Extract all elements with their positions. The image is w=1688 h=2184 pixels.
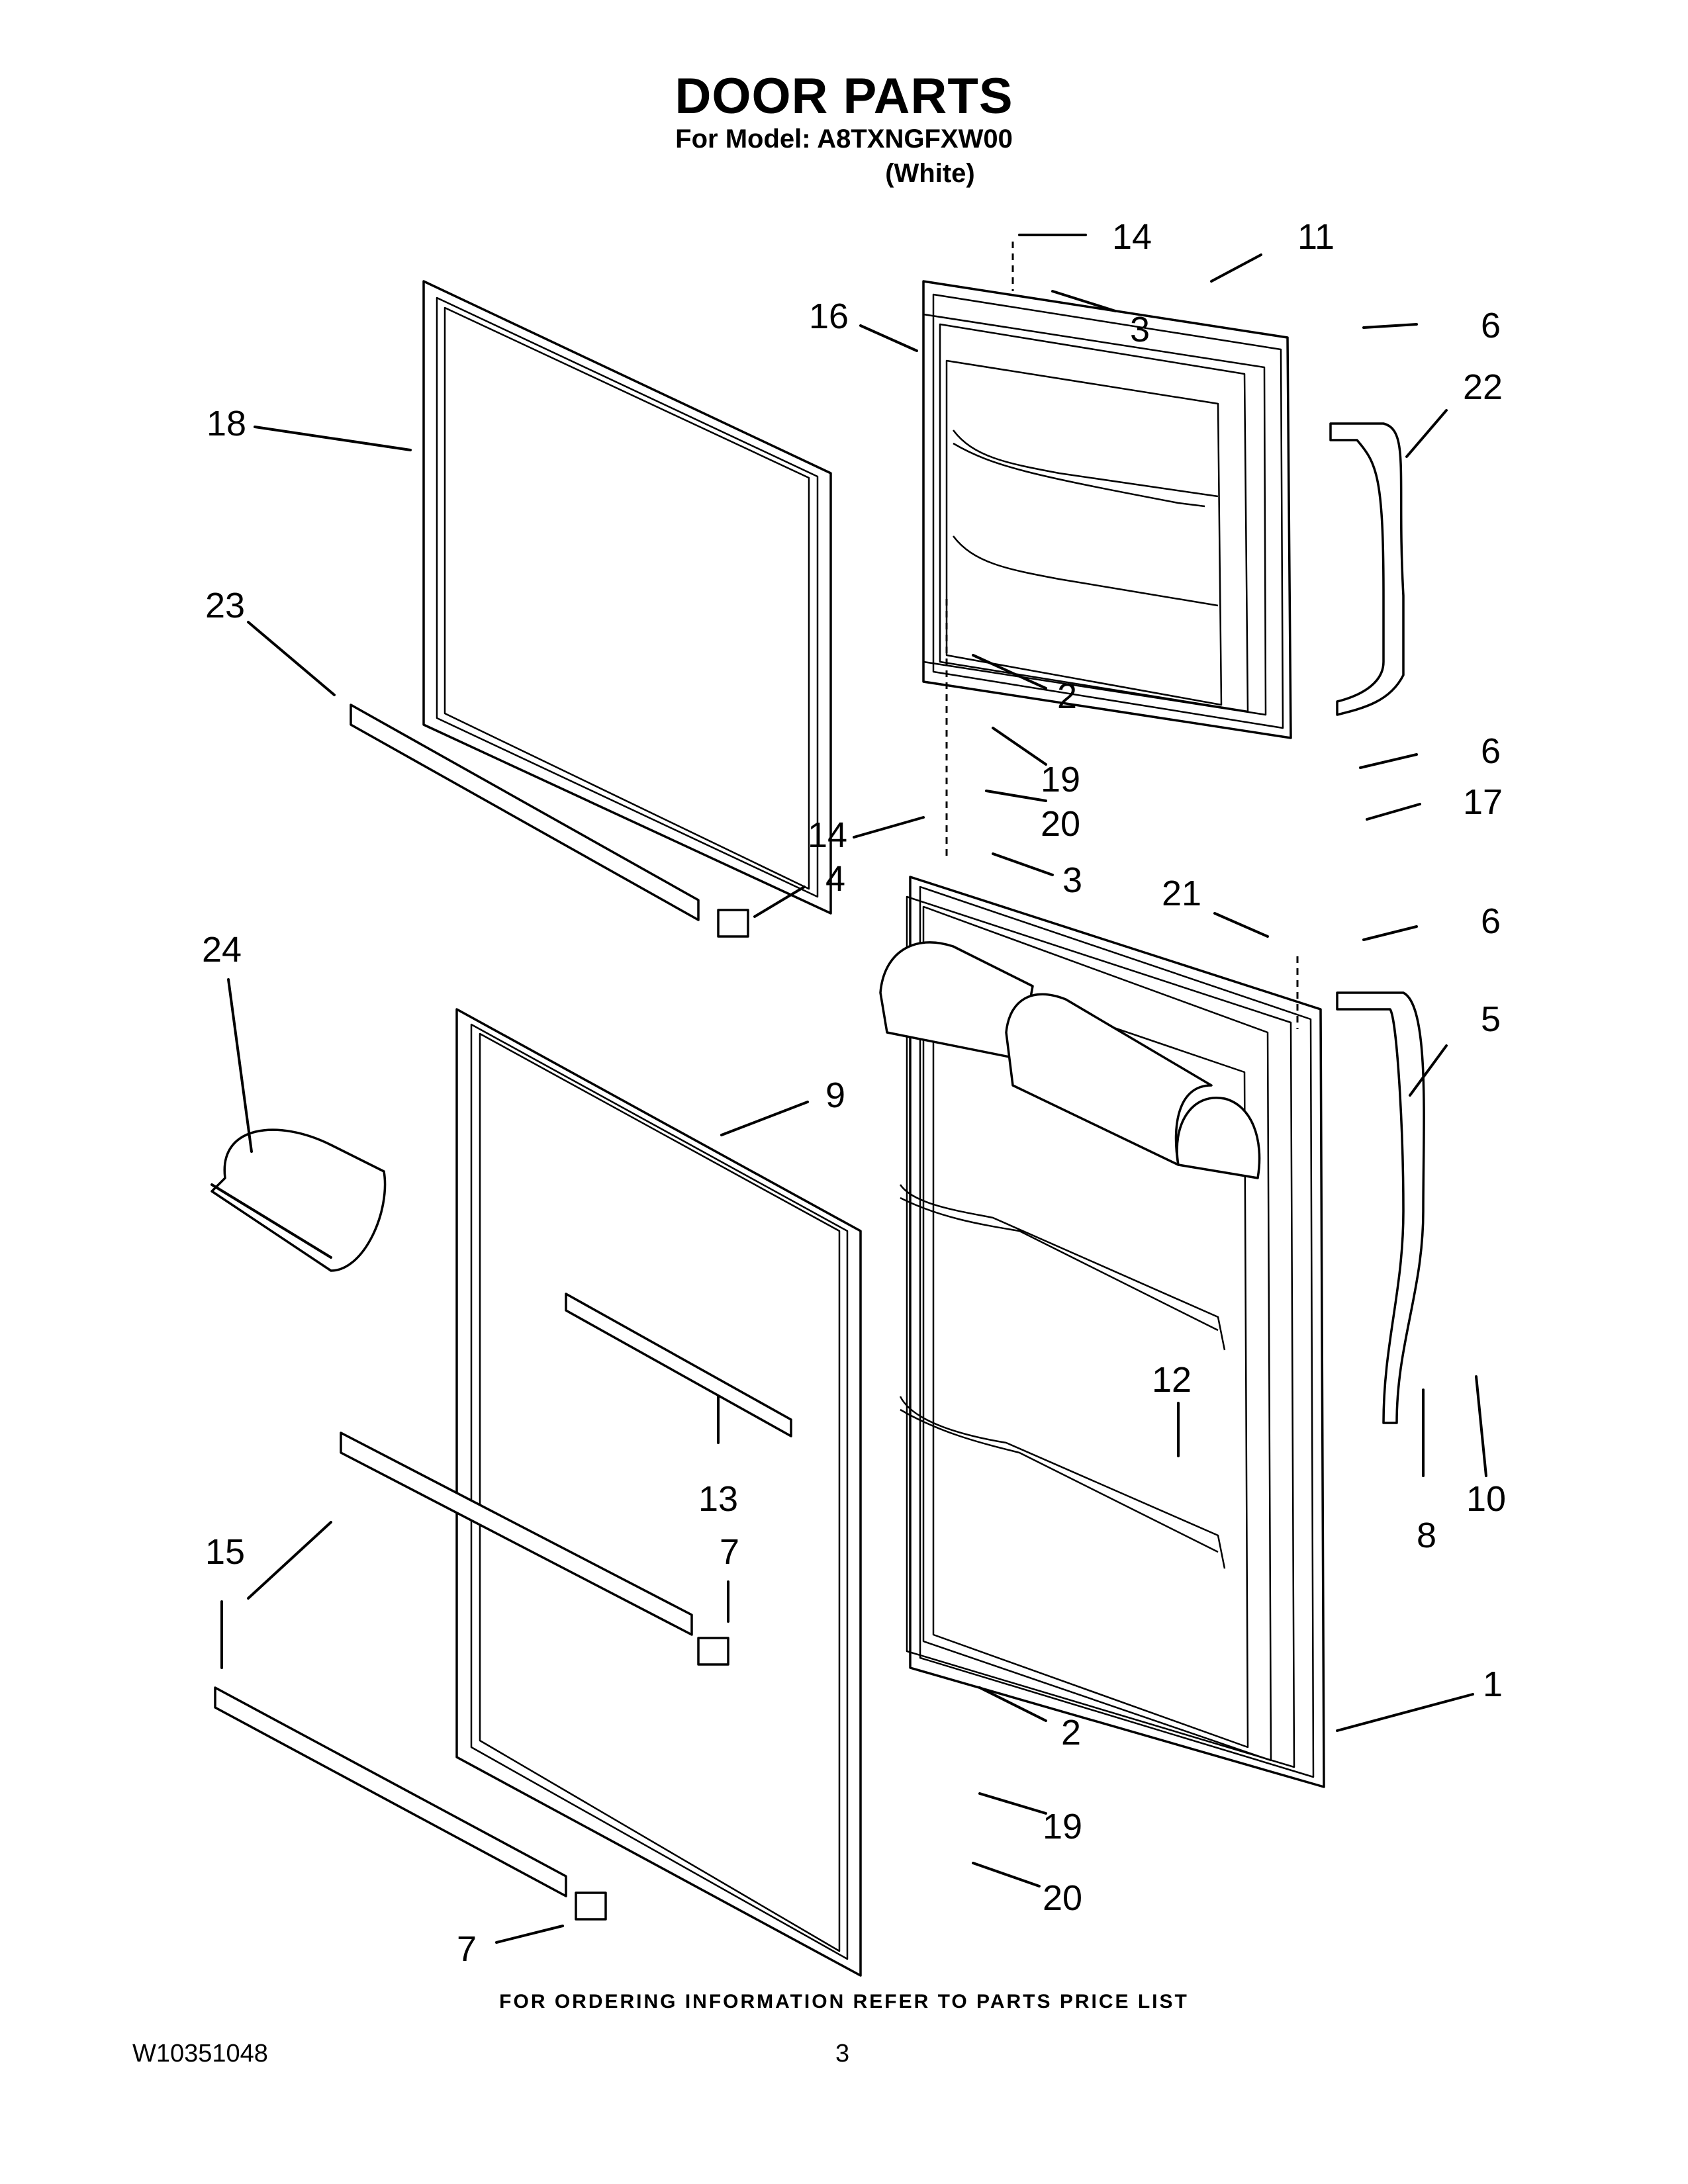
callout-16: 16 — [808, 296, 849, 336]
callout-19-bottom: 19 — [1042, 1807, 1083, 1846]
callout-22: 22 — [1462, 367, 1503, 407]
callout-21: 21 — [1161, 874, 1202, 913]
callout-8: 8 — [1416, 1516, 1437, 1555]
callout-3-top: 3 — [1129, 310, 1150, 349]
callout-6-lower: 6 — [1480, 901, 1501, 941]
model-label: For Model: A8TXNGFXW00 — [675, 124, 1013, 154]
leader-lines — [220, 234, 1487, 1944]
callout-12: 12 — [1151, 1360, 1192, 1400]
fresh-food-gasket-part — [455, 1008, 862, 1977]
door-handles — [1329, 422, 1425, 1424]
callout-6-mid: 6 — [1480, 731, 1501, 771]
canister-part — [211, 1128, 387, 1272]
freezer-door-part — [922, 280, 1292, 739]
callout-3-mid: 3 — [1062, 860, 1083, 900]
callout-15: 15 — [205, 1532, 246, 1572]
callout-24: 24 — [201, 930, 242, 970]
callout-6-top: 6 — [1480, 306, 1501, 345]
color-label: (White) — [885, 159, 975, 188]
callout-13: 13 — [698, 1479, 739, 1519]
callout-17: 17 — [1462, 782, 1503, 822]
freezer-gasket-part — [422, 280, 832, 915]
ordering-note: FOR ORDERING INFORMATION REFER TO PARTS … — [499, 1991, 1189, 2013]
door-strips — [214, 704, 792, 1921]
page-number: 3 — [835, 2040, 850, 2068]
callout-23: 23 — [205, 586, 246, 625]
fresh-food-door-part — [879, 876, 1325, 1788]
callout-4: 4 — [825, 859, 846, 899]
document-number: W10351048 — [132, 2040, 268, 2068]
callout-2-top: 2 — [1056, 676, 1078, 716]
callout-14-mid: 14 — [807, 815, 848, 855]
callout-5: 5 — [1480, 999, 1501, 1039]
callout-7-bottom: 7 — [456, 1929, 477, 1969]
callout-19-top: 19 — [1040, 760, 1081, 799]
callout-1: 1 — [1482, 1664, 1503, 1704]
callout-20-bottom: 20 — [1042, 1878, 1083, 1918]
callout-14-top: 14 — [1111, 217, 1152, 257]
callout-18: 18 — [206, 404, 247, 443]
callout-20-top: 20 — [1040, 804, 1081, 844]
callout-2-bottom: 2 — [1060, 1713, 1082, 1752]
callout-7-mid: 7 — [719, 1532, 740, 1572]
callout-11: 11 — [1297, 217, 1335, 257]
callout-9: 9 — [825, 1075, 846, 1115]
callout-10: 10 — [1466, 1479, 1507, 1519]
page-title: DOOR PARTS — [675, 68, 1013, 124]
